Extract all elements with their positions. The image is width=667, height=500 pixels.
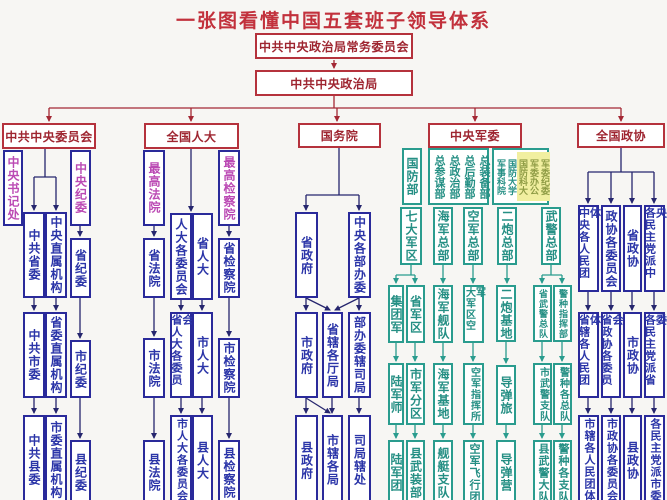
node-four-general-departments: 总参谋部总政治部总后勤部总装备部 <box>428 148 490 205</box>
node-npc-committees: 人大各委员会 <box>170 213 192 300</box>
node-city-armed-police: 市武警支队 <box>533 363 552 425</box>
node-city-military-subdistrict: 市军分区 <box>406 363 425 425</box>
node-defense-ministry: 国防部 <box>402 148 422 205</box>
node-supreme-procuratorate: 最高检察院 <box>218 150 240 226</box>
node-city-peoples-orgs: 市辖各人民团体 <box>578 415 599 500</box>
node-military-academies-col-3: 军委办公 <box>528 152 539 201</box>
node-city-npc-committees: 市人大各委员会 <box>170 415 192 500</box>
node-police-branch-detachment: 警种各支队 <box>553 440 572 500</box>
edge <box>305 297 331 311</box>
node-county-armed-police: 县武警大队 <box>533 440 552 500</box>
node-navy-hq: 海军总部 <box>433 207 453 265</box>
node-county-govt: 县政府 <box>295 415 318 500</box>
node-prov-npc-committees: 省人大各委员会 <box>170 312 193 398</box>
node-city-govt: 市政府 <box>295 312 318 398</box>
node-airforce-flight-regiment: 空军飞行团 <box>463 440 484 500</box>
node-army-division: 陆军师 <box>388 363 404 425</box>
node-header-npc: 全国人大 <box>144 123 239 149</box>
page-title: 一张图看懂中国五套班子领导体系 <box>175 11 491 32</box>
node-header-state-council: 国务院 <box>298 123 381 148</box>
node-city-cppcc-committees: 市政协各委员会 <box>601 415 621 500</box>
node-military-academies-col-0: 军事科院 <box>496 158 506 195</box>
edge <box>334 297 360 311</box>
node-county-dic: 县纪委 <box>70 440 91 500</box>
node-city-procuratorate: 市检察院 <box>218 338 240 398</box>
node-header-cmc: 中央军委 <box>428 123 522 148</box>
node-prov-depts: 省辖各厅局 <box>322 312 343 398</box>
node-missile-battalion: 导弹营 <box>496 440 516 500</box>
node-ship-flotilla: 舰艇支队 <box>433 440 453 500</box>
node-prov-cppcc: 省政协 <box>623 205 642 292</box>
node-prov-procuratorate: 省检察院 <box>218 238 240 298</box>
node-parties-prov: 各民主党派省委 <box>644 312 667 398</box>
node-armed-police-hq: 武警总部 <box>541 207 561 265</box>
node-county-cppcc: 县政协 <box>623 415 642 500</box>
node-police-branch-command: 警种指挥部 <box>553 285 572 342</box>
node-ministry-bureaus: 部办委辖司局 <box>348 312 371 398</box>
node-politburo-standing-committee: 中共中央政治局常务委员会 <box>255 33 413 59</box>
edge <box>305 397 331 414</box>
node-central-direct-organs: 中央直属机构 <box>45 212 67 298</box>
node-second-artillery-base: 二炮基地 <box>496 285 516 342</box>
node-header-central-committee: 中共中央委员会 <box>2 123 96 149</box>
node-prov-armed-police: 省武警总队 <box>533 285 552 342</box>
node-central-ministries: 中央各部办委 <box>348 212 371 298</box>
node-city-dic: 市纪委 <box>70 340 91 398</box>
node-second-artillery-hq: 二炮总部 <box>497 207 517 265</box>
node-bureau-divisions: 司局辖处 <box>348 415 371 500</box>
node-airforce-command-post: 空军指挥所 <box>463 363 484 425</box>
node-city-bureaus: 市辖各局 <box>322 415 343 500</box>
node-military-academies-col-2: 国防科大 <box>517 152 528 201</box>
node-military-academies: 军事科院国防大学国防科大军委办公军委纪委 <box>492 148 550 205</box>
node-military-academies-col-4: 军委纪委 <box>539 152 550 201</box>
node-army-regiment: 陆军团 <box>388 440 404 500</box>
node-city-court: 市法院 <box>143 338 165 398</box>
node-group-army: 集团军 <box>388 285 404 343</box>
node-county-court: 县法院 <box>143 440 165 500</box>
node-military-academies-col-1: 国防大学 <box>507 158 517 195</box>
node-prov-direct-organs: 省委直属机构 <box>45 312 67 398</box>
node-city-npc: 市人大 <box>192 312 213 398</box>
node-header-cppcc: 全国政协 <box>577 123 665 148</box>
node-cdic: 中央纪委 <box>70 150 91 226</box>
node-region-airforce: 大军区空军 <box>463 285 485 343</box>
node-county-armed-forces-dept: 县武装部 <box>406 440 425 500</box>
node-cppcc-committees: 政协各委员会 <box>601 205 621 292</box>
node-prov-dic: 省纪委 <box>70 238 91 298</box>
node-central-peoples-orgs: 中央各人民团体 <box>578 205 601 292</box>
node-four-general-departments-col-1: 总政治部 <box>448 154 460 199</box>
node-prov-military-district: 省军区 <box>406 285 425 343</box>
node-seven-military-regions: 七大军区 <box>400 207 422 265</box>
node-prov-govt: 省政府 <box>295 212 318 298</box>
node-prov-peoples-orgs: 省辖各人民团体 <box>578 312 601 398</box>
node-missile-brigade: 导弹旅 <box>496 365 516 425</box>
node-city-party-committee: 中共市委 <box>23 312 45 398</box>
node-secretariat: 中央书记处 <box>3 150 23 226</box>
node-four-general-departments-col-3: 总装备部 <box>478 154 490 199</box>
node-county-npc: 县人大 <box>192 415 213 500</box>
node-prov-court: 省法院 <box>143 238 165 298</box>
node-navy-fleet: 海军舰队 <box>433 285 453 343</box>
node-city-cppcc: 市政协 <box>623 312 642 398</box>
node-navy-base: 海军基地 <box>433 363 453 425</box>
node-prov-npc: 省人大 <box>192 213 213 300</box>
node-parties-central: 各民主党派中央 <box>644 205 667 292</box>
node-supreme-court: 最高法院 <box>143 150 165 226</box>
node-politburo: 中共中央政治局 <box>255 70 413 96</box>
node-airforce-hq: 空军总部 <box>463 207 483 265</box>
node-prov-cppcc-committees: 省政协各委员会 <box>600 312 623 398</box>
node-four-general-departments-col-0: 总参谋部 <box>433 154 445 199</box>
node-county-party-committee: 中共县委 <box>23 415 45 500</box>
node-parties-city: 各民主党派市委 <box>644 415 665 500</box>
node-four-general-departments-col-2: 总后勤部 <box>463 154 475 199</box>
node-police-branch-corps: 警种各总队 <box>553 363 572 425</box>
node-city-direct-organs: 市委直属机构 <box>45 415 67 500</box>
node-county-procuratorate: 县检察院 <box>218 440 240 500</box>
node-prov-party-committee: 中共省委 <box>23 212 45 298</box>
